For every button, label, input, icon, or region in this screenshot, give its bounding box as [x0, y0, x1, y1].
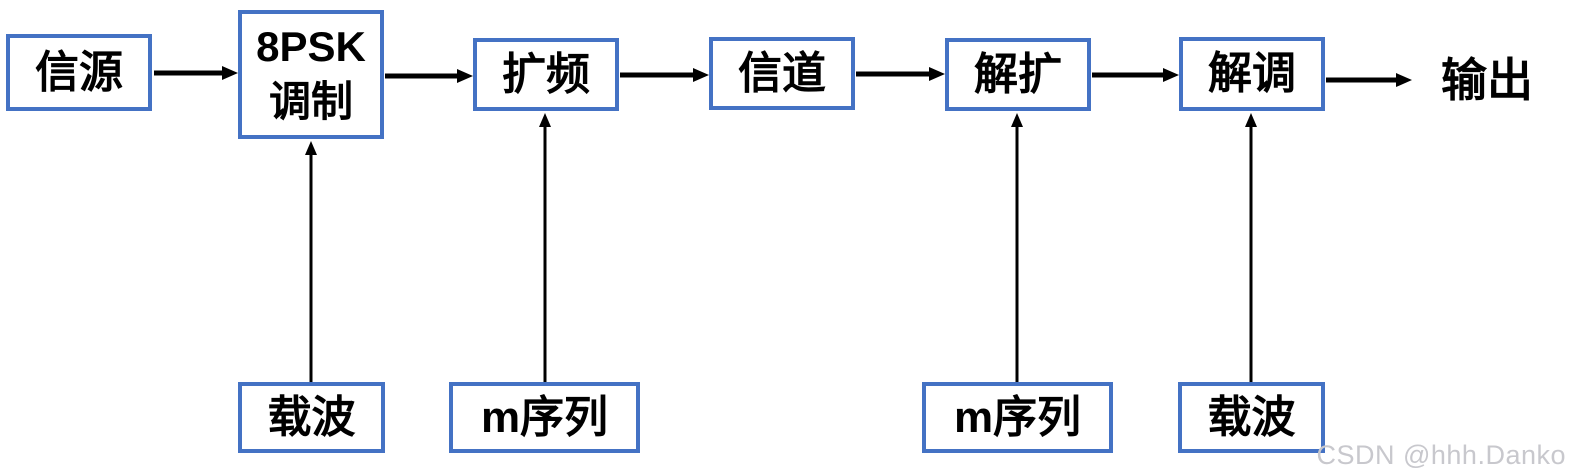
node-m-sequence-tx: m序列 — [449, 382, 640, 453]
node-m-sequence-tx-label: m序列 — [480, 392, 609, 442]
node-carrier-tx: 载波 — [238, 382, 385, 453]
label-output-text: 输出 — [1441, 54, 1533, 106]
node-modulation-label-line1: 8PSK — [256, 22, 366, 70]
node-source-label: 信源 — [35, 47, 123, 97]
node-channel-label: 信道 — [738, 48, 826, 98]
node-despread: 解扩 — [945, 38, 1091, 111]
node-spread: 扩频 — [473, 38, 619, 111]
node-channel: 信道 — [709, 37, 855, 110]
csdn-watermark: CSDN @hhh.Danko — [1316, 440, 1566, 470]
node-m-sequence-rx-label: m序列 — [953, 392, 1082, 442]
node-spread-label: 扩频 — [502, 49, 590, 99]
node-modulation-label-line2: 调制 — [268, 77, 353, 125]
node-demodulation-label: 解调 — [1208, 49, 1296, 98]
node-carrier-tx-label: 载波 — [267, 392, 356, 442]
node-demodulation: 解调 — [1179, 37, 1325, 111]
label-output: 输出 — [1432, 52, 1542, 108]
node-modulation-label: 8PSK 调制 — [256, 20, 366, 129]
node-carrier-rx-label: 载波 — [1207, 392, 1296, 442]
node-despread-label: 解扩 — [974, 49, 1062, 99]
node-source: 信源 — [6, 34, 152, 111]
node-modulation-8psk: 8PSK 调制 — [238, 10, 384, 139]
node-m-sequence-rx: m序列 — [922, 382, 1113, 453]
node-carrier-rx: 载波 — [1178, 382, 1325, 453]
